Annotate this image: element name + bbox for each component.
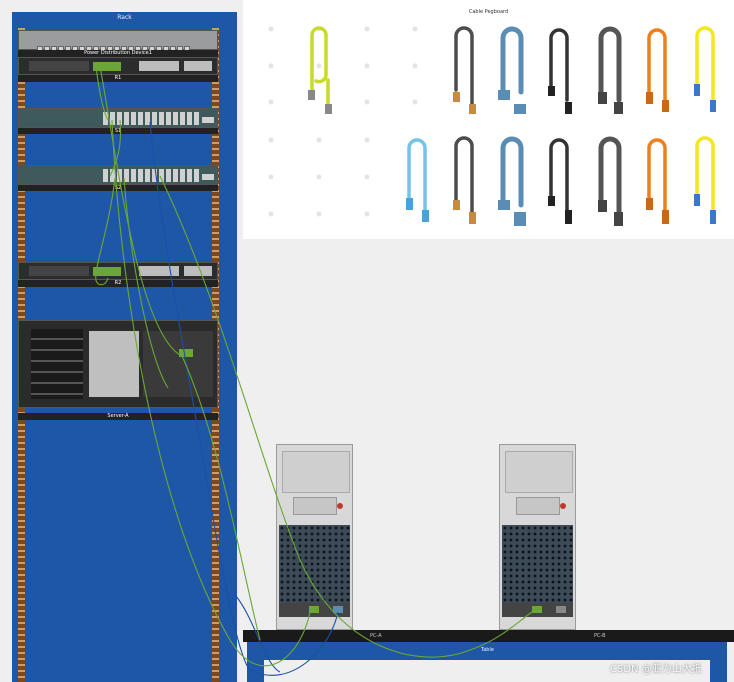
s2-label: S2 [114,185,122,191]
table-opening [264,660,710,682]
s1-label-bar: S1 [18,128,218,134]
table-top: PC-A PC-B [243,630,734,642]
r1-label-bar: R1 [18,75,218,82]
ethernet-r1-server[interactable] [99,65,181,356]
orange-fiber-cable-2[interactable] [647,138,667,214]
console-cable-s1-pc-a[interactable] [149,121,339,676]
console-cable-left[interactable] [235,595,281,673]
row1-connectors [308,84,716,114]
switch-s2-uplink[interactable] [202,174,214,180]
router-r1-ports[interactable] [93,62,121,71]
table-label: Table [481,647,494,653]
router-r1-slot [184,61,212,71]
pc-a-serial-port[interactable] [333,606,343,613]
ethernet-server-pc-a[interactable] [181,355,261,641]
pc-a-drive-bay [282,451,350,493]
router-r2-ports[interactable] [93,267,121,276]
pdu-label-bar: Power Distribution Device1 [18,50,218,57]
pc-b-label: PC-B [594,633,606,639]
switch-s1-uplink[interactable] [202,117,214,123]
ethernet-s1-s2[interactable] [109,119,122,177]
server-io-panel [143,331,213,397]
r2-label: R2 [114,280,122,286]
server-nic-port[interactable] [179,349,193,357]
ethernet-s1-pc-a[interactable] [111,119,311,667]
router-r1-slot [139,61,179,71]
server-drive-bays [31,329,83,399]
pegboard-title: Cable Pegboard [468,9,509,15]
dark-gray-cable[interactable] [598,26,622,103]
pc-b-io-panel [502,603,573,617]
pc-b-drive-bay [505,451,573,493]
pc-b-vent-grill [502,525,573,603]
pc-b[interactable] [499,444,576,630]
router-r2[interactable] [18,262,218,280]
pc-a-floppy [293,497,337,515]
steel-blue-serial-cable[interactable] [500,26,524,95]
orange-fiber-cable[interactable] [647,28,667,102]
ethernet-s2-server[interactable] [123,177,169,389]
router-r2-slot [139,266,179,276]
r2-label-bar: R2 [18,280,218,287]
yellow-fiber-cable[interactable] [695,26,715,102]
router-r2-modules [29,266,89,276]
pc-a-nic-port[interactable] [309,606,319,613]
pc-a-power-button[interactable] [337,503,343,509]
pc-a[interactable] [276,444,353,630]
dark-gray-cable-2[interactable] [598,136,622,215]
pdu-label: Power Distribution Device1 [84,50,152,56]
watermark-text: CSDN @亚力山大抵 [610,664,702,675]
switch-s1-ports[interactable] [103,112,199,125]
router-r1[interactable] [18,57,218,75]
pc-a-label: PC-A [370,633,382,639]
switch-s2[interactable] [18,165,218,185]
light-blue-console-cable[interactable] [407,138,427,214]
ethernet-s2-pc-b[interactable] [159,175,533,658]
server-label: Server-A [107,413,129,419]
row2-connectors [406,194,716,226]
server-label-bar: Server-A [18,413,218,420]
gray-cable-2[interactable] [454,136,474,214]
ethernet-s2-r2[interactable] [95,177,116,273]
r1-label: R1 [114,75,122,81]
pc-b-nic-port[interactable] [532,606,542,613]
router-r1-modules [29,61,89,71]
pc-b-serial-port[interactable] [556,606,566,613]
s2-label-bar: S2 [18,185,218,191]
s1-label: S1 [114,128,122,134]
patch-panel [18,30,218,51]
black-usb-cable[interactable] [549,28,569,102]
steel-blue-serial-cable-2[interactable] [500,136,524,208]
switch-s1[interactable] [18,108,218,128]
ethernet-r2-loop[interactable] [95,269,109,286]
yellow-fiber-cable-2[interactable] [695,136,715,214]
black-usb-cable-2[interactable] [549,138,569,214]
server-panel [89,331,139,397]
router-r2-slot [184,266,212,276]
server-a[interactable] [18,320,218,408]
pc-b-floppy [516,497,560,515]
rack-title: Rack [117,14,132,21]
pc-b-power-button[interactable] [560,503,566,509]
pc-a-vent-grill [279,525,350,603]
switch-s2-ports[interactable] [103,169,199,182]
pc-a-io-panel [279,603,350,617]
ethernet-r1-s1[interactable] [95,65,109,121]
